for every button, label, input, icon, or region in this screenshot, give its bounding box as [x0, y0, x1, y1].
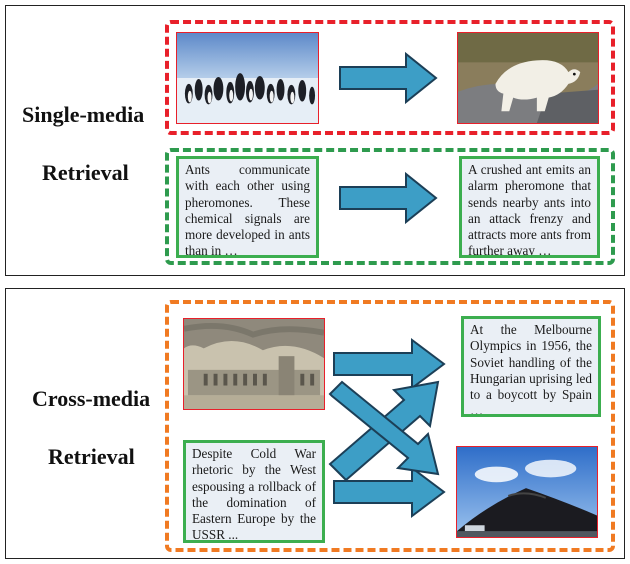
text-to-text-arrow — [338, 171, 438, 225]
single-media-retrieval-label: Retrieval — [42, 160, 129, 185]
palace-image — [183, 318, 325, 410]
polar-bear-image — [457, 32, 599, 124]
stadium-image — [456, 446, 598, 538]
cross-media-retrieval-label: Retrieval — [48, 444, 135, 469]
melbourne-olympics-text: At the Melbourne Olympics in 1956, the S… — [461, 316, 601, 417]
cross-media-group — [165, 300, 615, 552]
penguins-image — [176, 32, 319, 124]
image-retrieval-group — [165, 20, 615, 135]
cold-war-text: Despite Cold War rhetoric by the West es… — [183, 440, 325, 543]
image-to-text-arrow — [332, 338, 446, 390]
text-retrieval-group — [165, 148, 615, 265]
cross-media-label: Cross-media — [32, 386, 151, 411]
crushed-ant-text: A crushed ant emits an alarm pheromone t… — [459, 156, 600, 258]
text-to-image-arrow — [332, 466, 446, 518]
ants-communicate-text: Ants communicate with each other using p… — [176, 156, 319, 258]
image-to-image-diagonal-arrow — [328, 378, 444, 478]
image-to-image-arrow — [338, 51, 438, 105]
single-media-label: Single-media — [22, 102, 145, 127]
